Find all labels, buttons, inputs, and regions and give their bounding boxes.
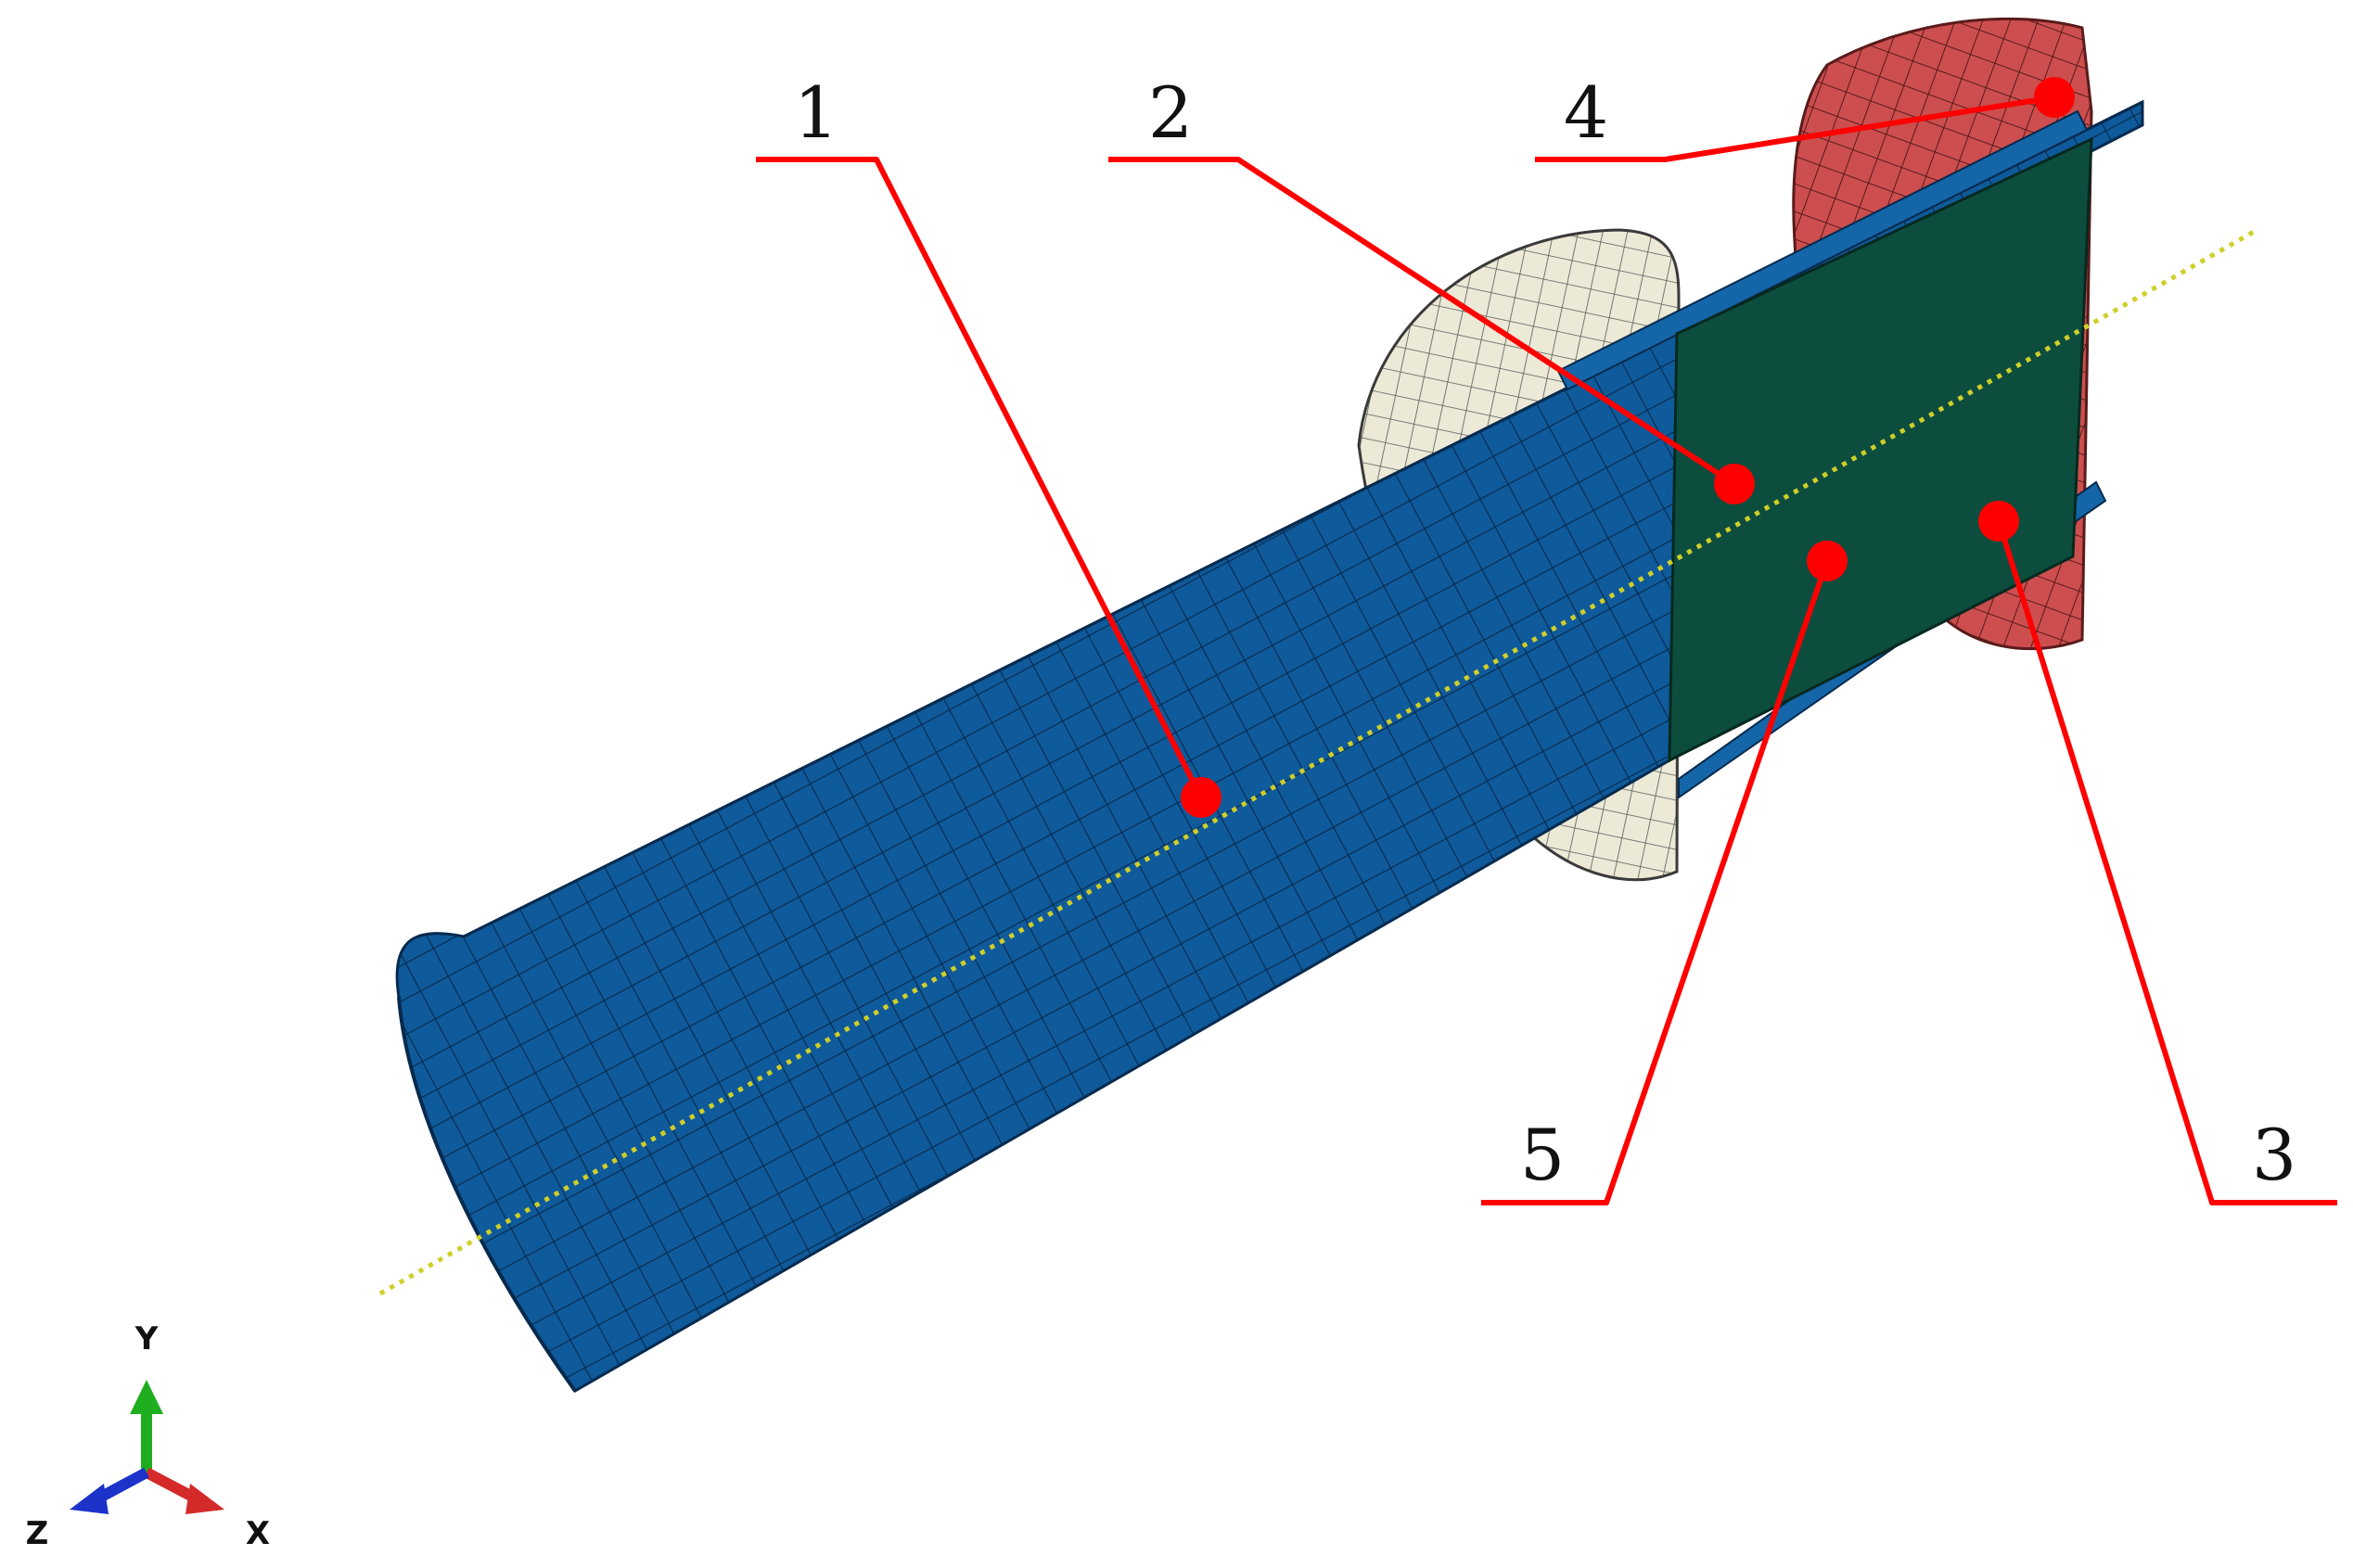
leader-dot-5 [1807, 541, 1848, 581]
callout-label-4: 4 [1564, 71, 1608, 154]
callout-label-5: 5 [1520, 1114, 1565, 1196]
leader-1 [756, 157, 1204, 799]
axis-centerline [378, 229, 2256, 1296]
callout-label-3: 3 [2252, 1114, 2296, 1196]
green-plate [1668, 136, 2093, 763]
leader-dots [1181, 77, 2075, 818]
leader-dot-2 [1714, 464, 1755, 504]
xyz-axis-triad-icon: Y X Z [26, 1320, 270, 1552]
axis-label-y: Y [134, 1320, 159, 1358]
leader-lines [756, 95, 2337, 1205]
callout-label-2: 2 [1148, 71, 1193, 154]
leader-dot-3 [1978, 501, 2019, 542]
axis-label-z: Z [26, 1515, 49, 1552]
callout-label-1: 1 [794, 71, 838, 154]
leader-3 [1996, 520, 2337, 1205]
leader-2 [1108, 157, 1736, 487]
leader-dot-1 [1181, 777, 1221, 818]
axis-label-x: X [246, 1515, 270, 1552]
leader-dot-4 [2034, 77, 2075, 118]
leader-4 [1535, 95, 2055, 162]
leader-5 [1481, 560, 1830, 1205]
